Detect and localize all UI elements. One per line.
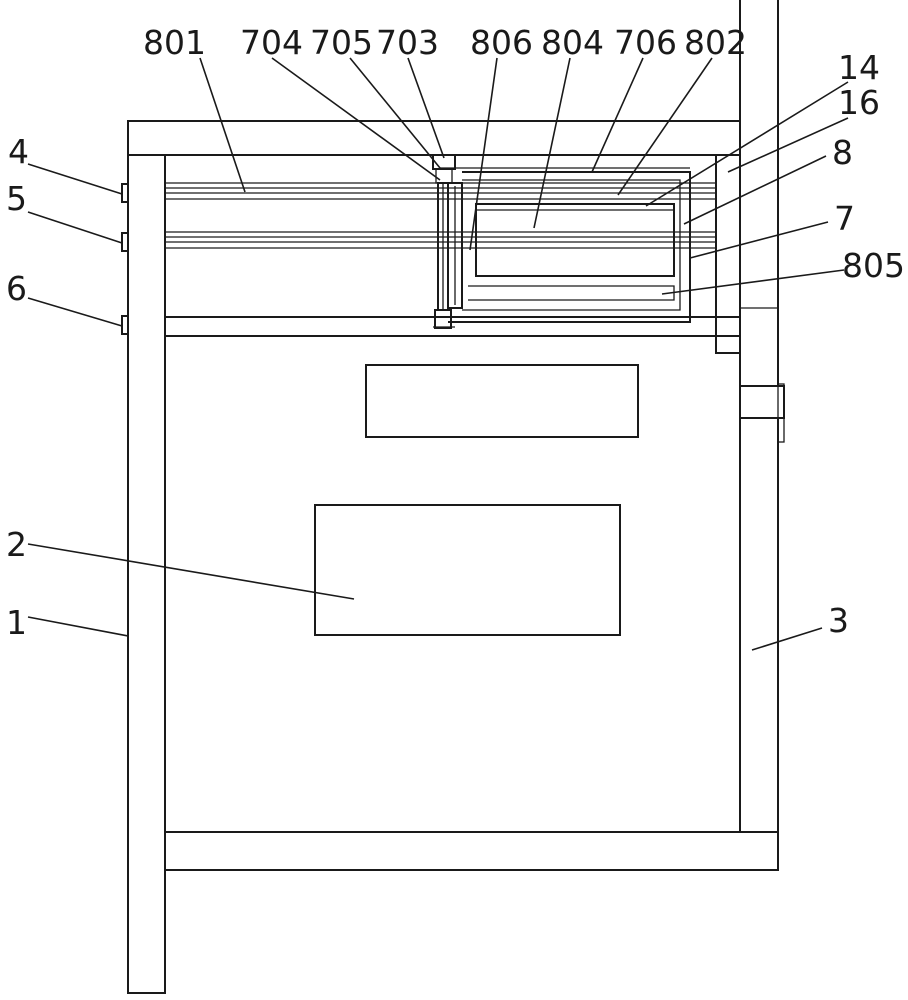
leader-6 <box>27 297 123 327</box>
leader-703 <box>407 57 445 159</box>
leader-7 <box>689 221 829 259</box>
callout-802: 802 <box>684 23 747 62</box>
leader-805 <box>661 269 845 295</box>
right-latch-knob <box>777 383 785 443</box>
leader-1 <box>27 616 129 637</box>
slider-bracket <box>448 182 463 309</box>
callout-805: 805 <box>842 246 905 285</box>
callout-706: 706 <box>614 23 677 62</box>
callout-705: 705 <box>310 23 373 62</box>
holder-frame-outer <box>448 171 691 323</box>
callout-801: 801 <box>143 23 206 62</box>
leader-8 <box>683 155 827 225</box>
leader-704 <box>271 57 441 181</box>
leader-706 <box>591 57 644 173</box>
leader-801 <box>199 57 246 193</box>
callout-14: 14 <box>838 48 880 87</box>
callout-3: 3 <box>828 601 849 640</box>
callout-704: 704 <box>240 23 303 62</box>
callout-2: 2 <box>6 525 27 564</box>
part-2-box <box>314 504 621 636</box>
callout-5: 5 <box>6 179 27 218</box>
holder-frame-inner <box>462 179 681 311</box>
leader-14 <box>645 81 849 207</box>
leader-3 <box>751 627 823 651</box>
button-5 <box>121 232 129 252</box>
button-6 <box>121 315 129 335</box>
callout-1: 1 <box>6 603 27 642</box>
leader-2 <box>27 543 355 600</box>
callout-804: 804 <box>541 23 604 62</box>
bottom-beam <box>164 831 779 871</box>
holder-frame-inner-2 <box>468 285 675 301</box>
side-plate <box>715 154 741 354</box>
callout-4: 4 <box>8 132 29 171</box>
callouts: 801 704 705 703 806 804 706 802 14 16 8 … <box>6 23 905 642</box>
callout-16: 16 <box>838 83 880 122</box>
top-collar <box>435 168 453 184</box>
display-panel <box>365 364 639 438</box>
leader-804 <box>533 57 571 229</box>
leader-lines <box>27 57 849 651</box>
callout-6: 6 <box>6 269 27 308</box>
callout-8: 8 <box>832 133 853 172</box>
callout-806: 806 <box>470 23 533 62</box>
callout-7: 7 <box>834 199 855 238</box>
leader-16 <box>727 117 849 173</box>
leader-705 <box>349 57 441 169</box>
box-804 <box>475 203 675 277</box>
callout-703: 703 <box>376 23 439 62</box>
leader-5 <box>27 211 123 244</box>
leader-4 <box>27 163 123 195</box>
button-4 <box>121 183 129 203</box>
bottom-bearing <box>434 309 452 329</box>
leader-806 <box>469 57 498 251</box>
leader-802 <box>617 57 713 196</box>
left-post <box>127 154 166 994</box>
